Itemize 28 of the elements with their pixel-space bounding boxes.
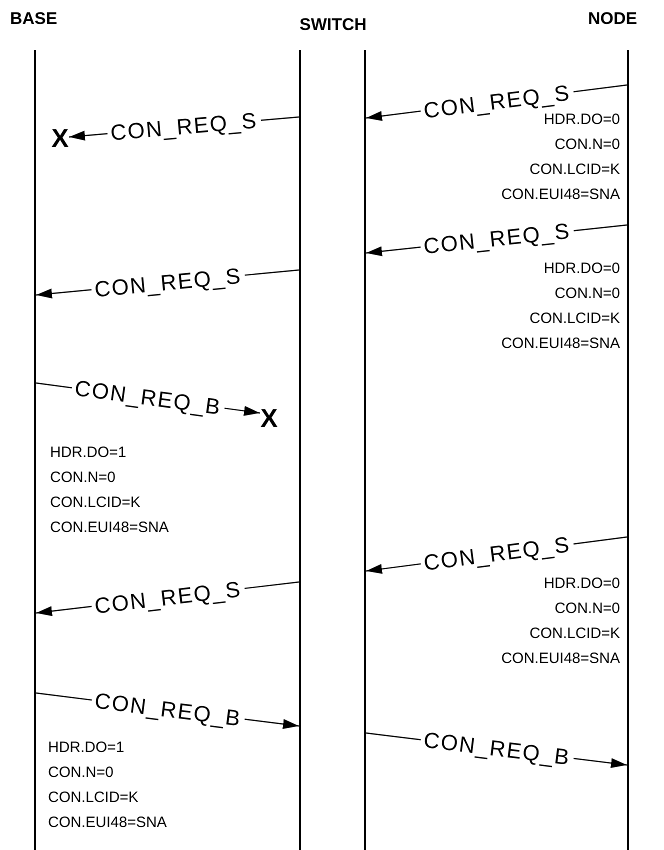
field-value: CON.N=0 <box>48 764 114 783</box>
lifeline-header: BASE <box>10 8 58 30</box>
field-value: CON.EUI48=SNA <box>501 650 620 669</box>
drop-mark: X <box>260 404 278 432</box>
field-value: CON.LCID=K <box>530 161 620 180</box>
field-value: CON.EUI48=SNA <box>50 519 169 538</box>
field-value: HDR.DO=0 <box>544 260 620 279</box>
field-value: CON.N=0 <box>50 469 116 488</box>
drop-mark: X <box>51 124 69 152</box>
field-value: CON.LCID=K <box>48 789 138 808</box>
field-value: CON.N=0 <box>554 600 620 619</box>
field-value: CON.EUI48=SNA <box>501 335 620 354</box>
lifeline <box>627 50 629 850</box>
lifeline <box>34 50 36 850</box>
field-value: CON.N=0 <box>554 285 620 304</box>
field-value: CON.LCID=K <box>530 625 620 644</box>
field-value: HDR.DO=1 <box>50 444 126 463</box>
field-value: CON.EUI48=SNA <box>48 814 167 833</box>
field-value: CON.N=0 <box>554 136 620 155</box>
lifeline <box>299 50 301 850</box>
lifeline <box>364 50 366 850</box>
lifeline-header: NODE <box>588 8 638 30</box>
field-value: CON.EUI48=SNA <box>501 186 620 205</box>
field-value: CON.LCID=K <box>50 494 140 513</box>
lifeline-header: SWITCH <box>299 14 367 36</box>
field-value: HDR.DO=0 <box>544 575 620 594</box>
field-value: CON.LCID=K <box>530 310 620 329</box>
field-value: HDR.DO=1 <box>48 739 124 758</box>
